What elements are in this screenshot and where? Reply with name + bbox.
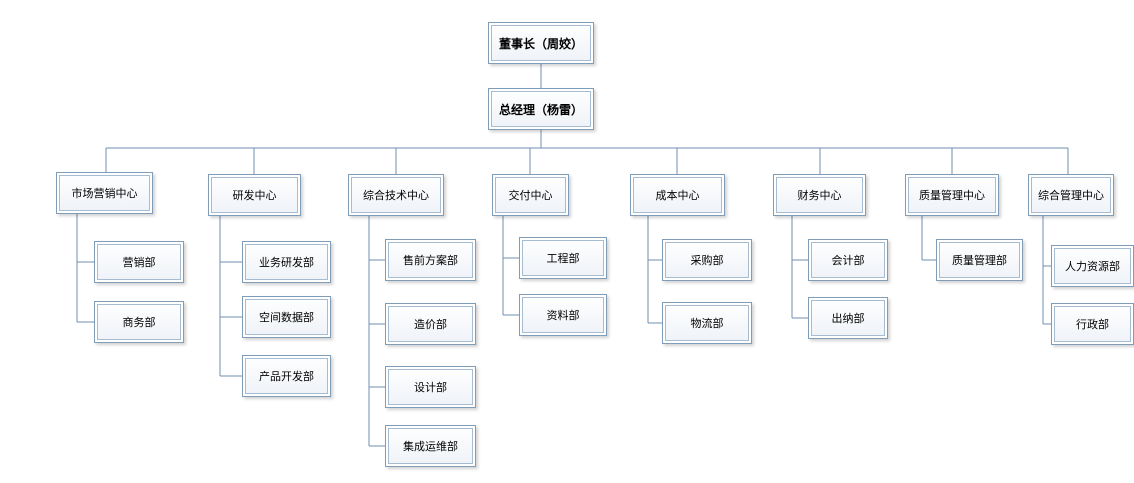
center-marketing: 市场营销中心 <box>56 172 153 214</box>
center-delivery: 交付中心 <box>492 174 569 216</box>
dept-presales: 售前方案部 <box>385 239 476 281</box>
dept-quality-mgmt: 质量管理部 <box>936 239 1023 281</box>
dept-product-dev: 产品开发部 <box>242 355 331 397</box>
dept-marketing: 营销部 <box>94 241 184 283</box>
dept-costing: 造价部 <box>385 303 476 345</box>
dept-engineering: 工程部 <box>519 237 607 279</box>
center-rnd: 研发中心 <box>208 174 301 216</box>
dept-cashier: 出纳部 <box>808 297 888 339</box>
center-quality: 质量管理中心 <box>905 174 999 216</box>
chairman-node: 董事长（周姣） <box>488 22 594 64</box>
dept-procurement: 采购部 <box>662 239 752 281</box>
dept-commerce: 商务部 <box>94 301 184 343</box>
center-admin: 综合管理中心 <box>1028 174 1114 216</box>
general-manager-node: 总经理（杨雷） <box>488 88 594 130</box>
dept-hr: 人力资源部 <box>1051 245 1134 287</box>
dept-business-rnd: 业务研发部 <box>242 241 331 283</box>
center-cost: 成本中心 <box>630 174 725 216</box>
center-finance: 财务中心 <box>773 174 866 216</box>
dept-logistics: 物流部 <box>662 302 752 344</box>
center-tech: 综合技术中心 <box>348 174 444 216</box>
dept-integration-ops: 集成运维部 <box>385 425 476 467</box>
dept-administration: 行政部 <box>1051 303 1134 345</box>
dept-documents: 资料部 <box>519 294 607 336</box>
dept-spatial-data: 空间数据部 <box>242 296 331 338</box>
dept-accounting: 会计部 <box>808 239 888 281</box>
dept-design: 设计部 <box>385 366 476 408</box>
